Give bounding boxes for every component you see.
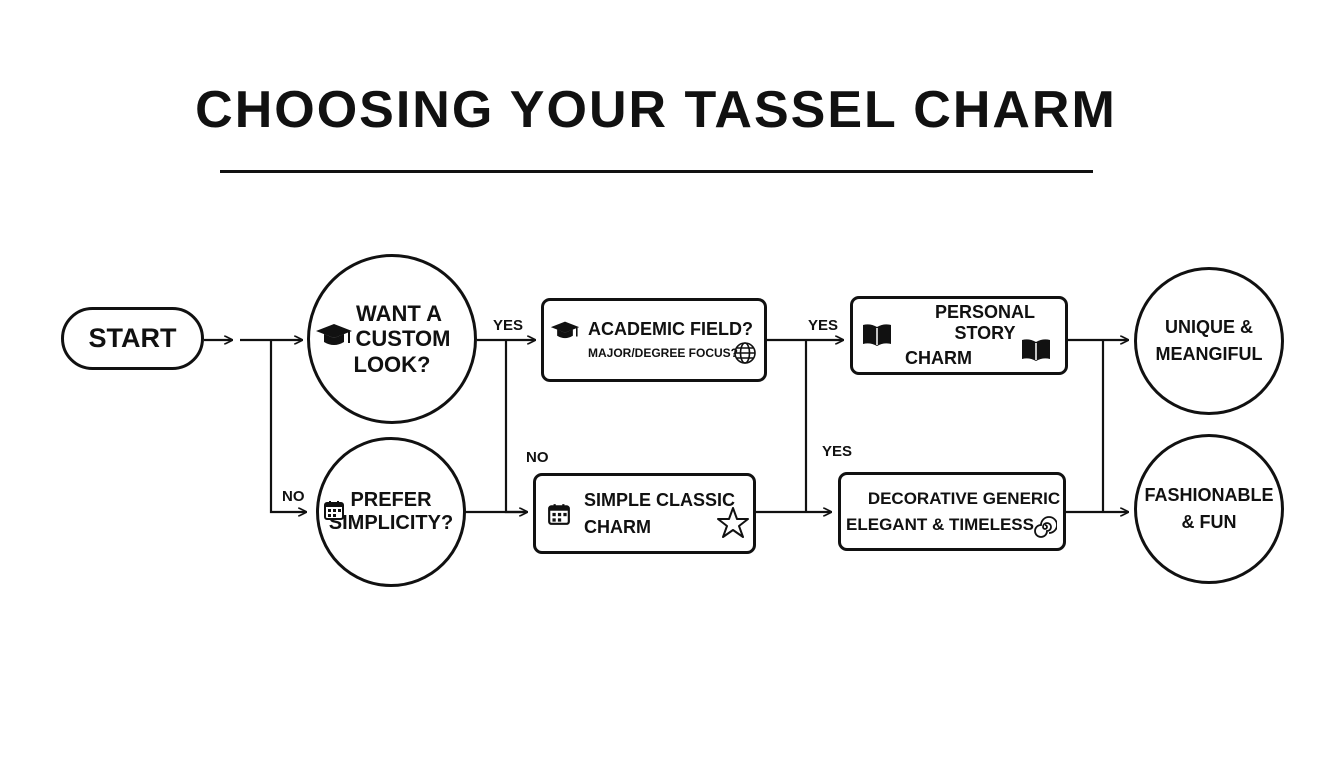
custom-look-line-2: CUSTOM — [355, 326, 451, 352]
start-label: START — [88, 322, 177, 353]
start-node[interactable]: START — [61, 307, 204, 370]
academic-line-2: MAJOR/DEGREE FOCUS? — [588, 346, 739, 361]
decorative-line-1: DECORATIVE GENERIC — [867, 488, 1061, 508]
edge-label-no: NO — [526, 449, 549, 466]
decorative-generic-box[interactable]: DECORATIVE GENERIC ELEGANT & TIMELESS — [838, 472, 1066, 551]
edge-label-no: NO — [282, 488, 305, 505]
fashionable-line-2: & FUN — [1181, 512, 1237, 532]
simplicity-decision[interactable]: PREFER SIMPLICITY? — [316, 437, 466, 587]
unique-line-2: MEANGIFUL — [1155, 344, 1263, 364]
simple-classic-line-2: CHARM — [584, 516, 651, 537]
spiral-icon — [1033, 515, 1057, 539]
academic-line-1: ACADEMIC FIELD? — [588, 318, 753, 339]
simple-classic-box[interactable]: SIMPLE CLASSIC CHARM — [533, 473, 756, 554]
simplicity-line-2: SIMPLICITY? — [328, 512, 454, 534]
edge-label-yes: YES — [493, 317, 524, 334]
star-icon — [716, 506, 750, 540]
decorative-line-2: ELEGANT & TIMELESS — [846, 514, 1034, 534]
page-title: CHOOSING YOUR TASSEL CHARM — [195, 81, 1117, 139]
personal-line-2: CHARM — [905, 348, 972, 369]
globe-icon — [733, 341, 757, 365]
academic-field-box[interactable]: ACADEMIC FIELD? MAJOR/DEGREE FOCUS? — [541, 298, 767, 382]
line-trunk-left — [269, 340, 306, 512]
custom-look-line-3: LOOK? — [353, 351, 431, 377]
calendar-icon — [547, 502, 571, 526]
calendar-icon — [323, 499, 345, 521]
simplicity-line-1: PREFER — [350, 489, 432, 511]
graduation-cap-icon — [314, 322, 354, 350]
open-book-icon — [1020, 337, 1052, 363]
unique-outcome[interactable]: UNIQUE & MEANGIFUL — [1134, 267, 1284, 415]
personal-line-1: PERSONAL STORY — [934, 301, 1035, 343]
open-book-icon — [861, 322, 893, 348]
custom-look-line-1: WANT A — [356, 301, 442, 327]
edge-label-yes: YES — [808, 317, 839, 334]
fashionable-line-1: FASHIONABLE — [1144, 485, 1274, 506]
simple-classic-line-1: SIMPLE CLASSIC — [584, 489, 736, 510]
unique-line-1: UNIQUE & — [1164, 317, 1253, 338]
line-custom-to-simple — [504, 340, 527, 512]
edge-label-yes: YES — [822, 443, 853, 460]
fashionable-outcome[interactable]: FASHIONABLE & FUN — [1134, 434, 1284, 584]
graduation-cap-icon — [549, 320, 581, 342]
title-underline — [220, 170, 1093, 173]
